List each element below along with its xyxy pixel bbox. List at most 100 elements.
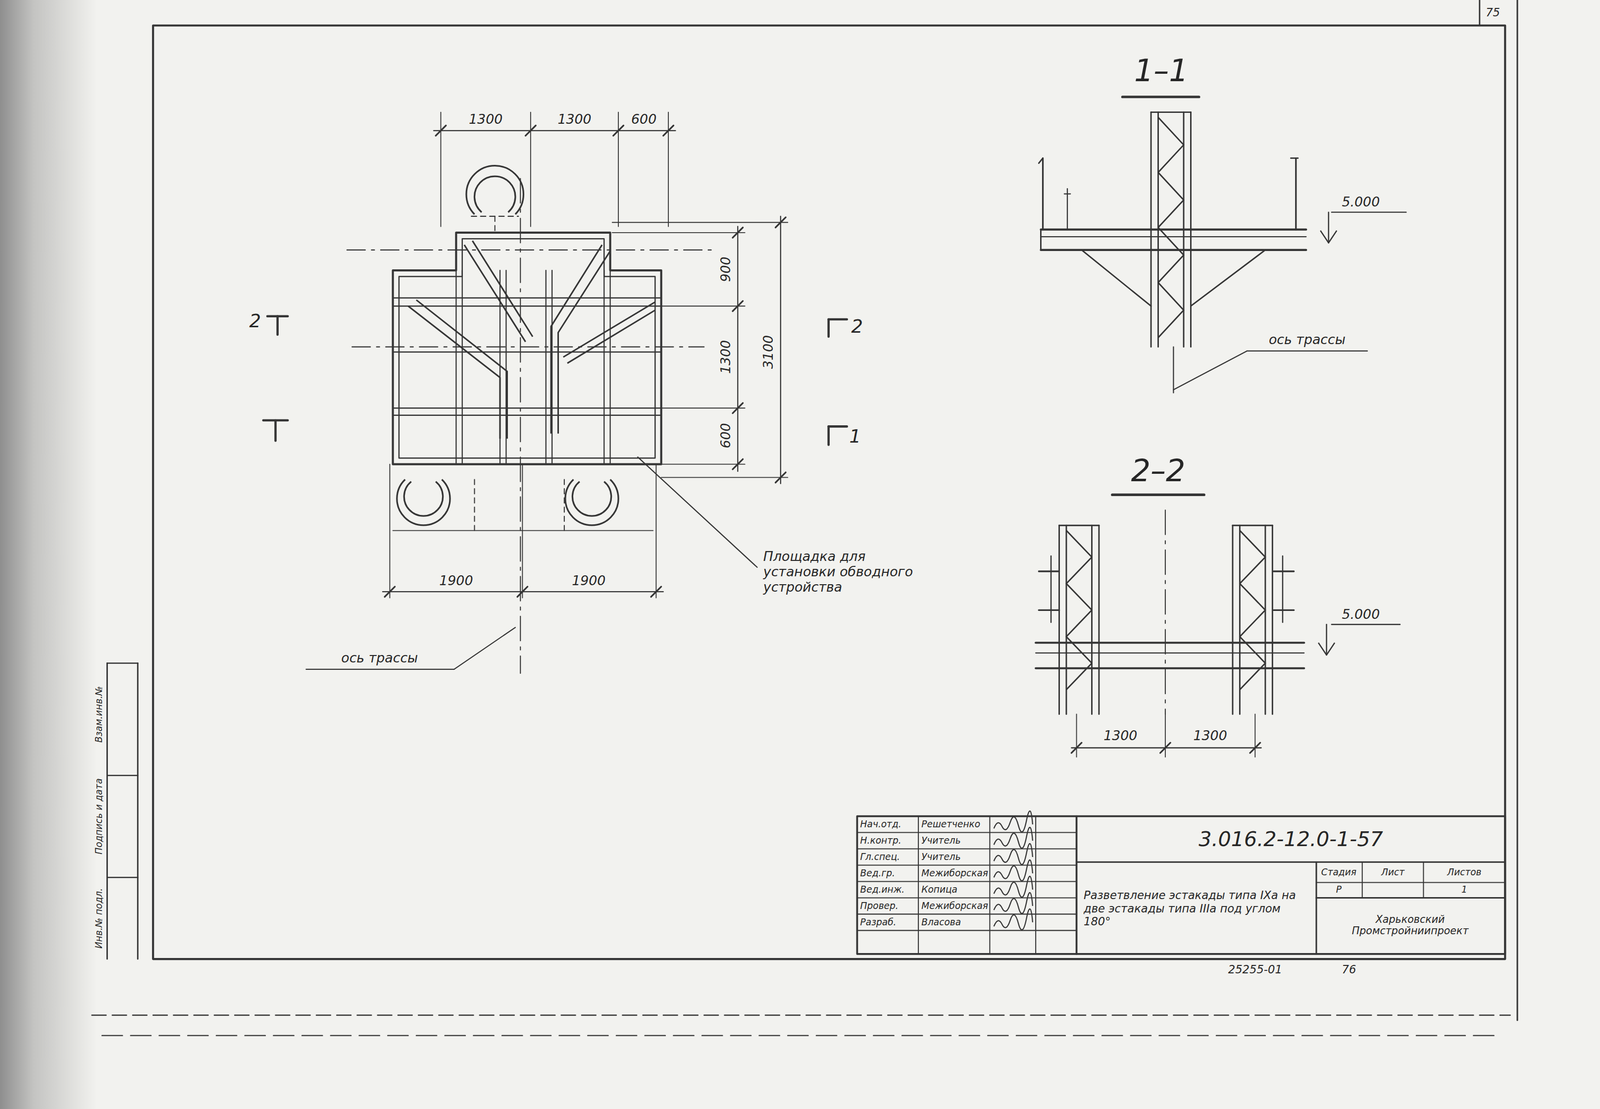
title-column xyxy=(1075,816,1078,954)
drawing-lines xyxy=(92,0,1518,1036)
column-chord xyxy=(1271,525,1274,714)
title-column xyxy=(1361,861,1363,898)
diagonal-beam xyxy=(550,245,611,434)
section-number: 2 xyxy=(851,315,864,338)
title-column xyxy=(1422,861,1424,898)
title-row xyxy=(856,880,1077,882)
railing-post xyxy=(1038,157,1043,163)
dimension: 600 xyxy=(717,423,734,449)
dimension-tick xyxy=(732,402,744,414)
title-row xyxy=(1316,881,1505,883)
brace xyxy=(1081,250,1151,306)
signature xyxy=(994,810,1033,832)
beam-line xyxy=(603,270,605,465)
pipe-symbol xyxy=(473,479,475,531)
brace xyxy=(1190,250,1265,306)
page-edge-line xyxy=(101,1034,1500,1036)
sheet-title: Разветвление эстакады типа IXа на две эс… xyxy=(1083,888,1311,928)
railing-post xyxy=(1295,157,1297,230)
dimension: 1900 xyxy=(571,572,606,589)
column-chord xyxy=(1232,525,1234,714)
level-mark xyxy=(1320,230,1337,244)
margin-strip xyxy=(106,662,138,664)
column-chord xyxy=(1058,525,1060,714)
section-title: 1–1 xyxy=(1134,53,1189,90)
signature xyxy=(994,843,1033,865)
axis-label: ось трассы xyxy=(341,650,418,666)
extension-line xyxy=(661,476,789,478)
section-mark xyxy=(827,426,830,445)
extension-line xyxy=(521,464,523,599)
title-name: Учитель xyxy=(921,835,961,847)
section-mark xyxy=(276,316,279,335)
column-lattice xyxy=(1239,530,1266,690)
pipe-symbol xyxy=(565,479,619,526)
title-role: Провер. xyxy=(860,900,899,912)
diagonal-beam xyxy=(464,240,533,342)
dimension-tick xyxy=(435,125,447,136)
axis-line xyxy=(1164,509,1166,714)
leader-line xyxy=(453,627,516,669)
title-cell: Листов xyxy=(1447,867,1482,878)
section-mark xyxy=(827,319,830,337)
dimension-tick xyxy=(525,125,537,136)
platform-beam xyxy=(1040,249,1306,251)
column-cap xyxy=(1150,111,1191,113)
organization: Харьковский Промстройниипроект xyxy=(1320,913,1500,938)
extension-line xyxy=(612,232,746,234)
title-block xyxy=(856,816,1505,954)
binding-shadow xyxy=(0,0,98,1109)
title-row xyxy=(856,864,1077,866)
title-cell: 1 xyxy=(1461,884,1468,896)
dimension-line xyxy=(780,216,782,484)
dimension: 1300 xyxy=(557,111,592,128)
beam-line xyxy=(545,270,547,465)
column-cap xyxy=(1059,524,1100,527)
pipe-symbol xyxy=(397,479,450,526)
extension-line xyxy=(1254,714,1256,758)
diagonal-beam xyxy=(563,301,656,364)
leader-line xyxy=(1173,350,1247,390)
leader-line xyxy=(637,456,757,568)
extension-line xyxy=(655,464,657,599)
title-role: Вед.инж. xyxy=(860,884,905,896)
section-title-underline xyxy=(1112,493,1205,497)
dimension-tick xyxy=(1071,742,1082,753)
title-name: Межиборская xyxy=(921,868,989,879)
section-title: 2–2 xyxy=(1131,453,1186,490)
title-name: Решетченко xyxy=(921,819,981,830)
archive-number: 25255-01 xyxy=(1228,962,1283,976)
level-mark xyxy=(1331,623,1400,625)
bolt xyxy=(1038,609,1059,611)
note: Площадка для установки обводного устройс… xyxy=(763,549,917,595)
margin-strip xyxy=(106,662,108,959)
dimension-tick xyxy=(663,125,674,136)
drawing-frame xyxy=(152,25,1505,960)
dimension: 1300 xyxy=(1193,728,1228,744)
page-edge-line xyxy=(92,1014,1511,1016)
signature xyxy=(994,908,1033,930)
margin-strip xyxy=(106,774,138,776)
margin-stamp: Взам.инв.№ xyxy=(93,686,104,743)
title-name: Учитель xyxy=(921,851,961,863)
platform-beam xyxy=(1040,228,1306,231)
bolt xyxy=(1038,570,1059,572)
section-title-underline xyxy=(1122,95,1200,99)
diagonal-beam xyxy=(407,300,507,439)
level-mark xyxy=(1325,624,1327,655)
margin-strip xyxy=(106,876,138,878)
platform-beam xyxy=(1040,236,1306,238)
dimension-tick xyxy=(517,586,528,598)
margin-stamp: Инв.№ подл. xyxy=(93,888,104,949)
title-row xyxy=(856,832,1077,834)
margin-stamp: Подпись и дата xyxy=(93,778,104,855)
signature xyxy=(994,827,1033,849)
title-role: Вед.гр. xyxy=(860,868,896,879)
title-row xyxy=(1316,897,1505,899)
dimension-tick xyxy=(1250,742,1261,753)
bolt xyxy=(1282,555,1284,623)
platform-outline xyxy=(393,232,662,465)
pipe-symbol xyxy=(494,216,496,233)
center-line xyxy=(347,249,715,251)
